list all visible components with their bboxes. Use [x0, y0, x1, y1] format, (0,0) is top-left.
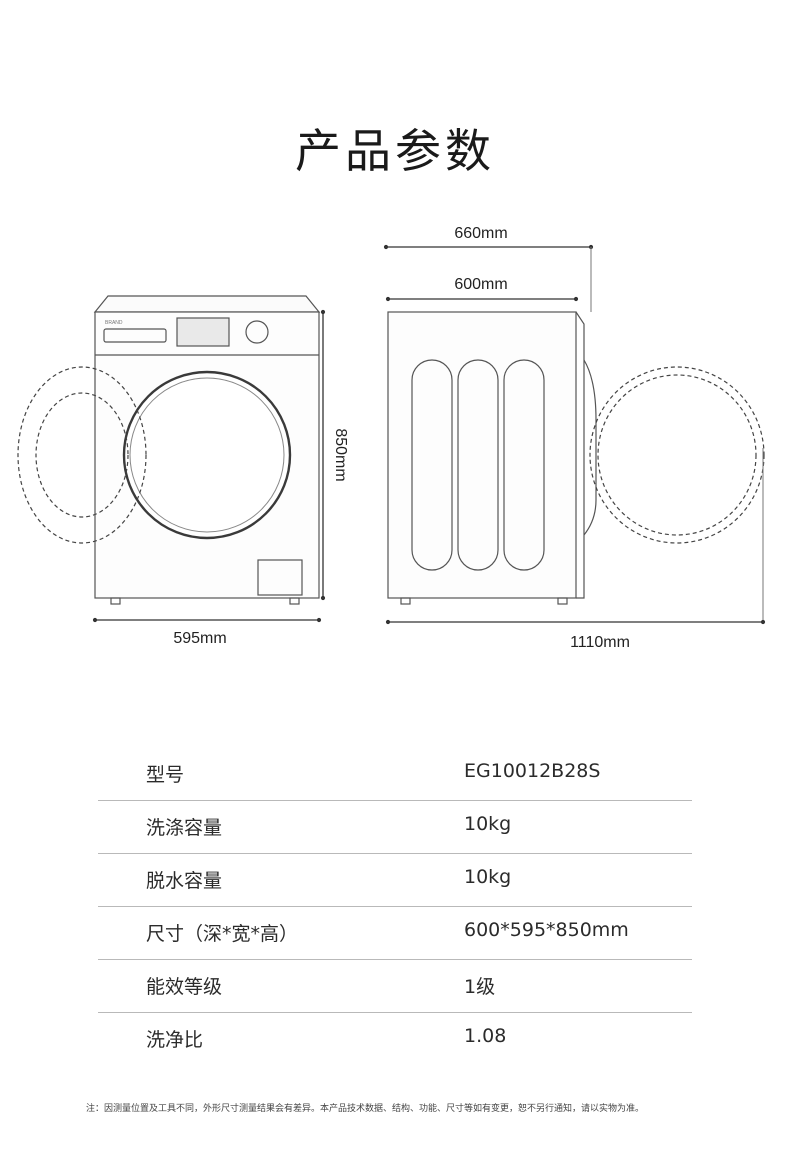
spec-row-spin-capacity: 脱水容量 10kg — [98, 854, 692, 907]
svg-text:BRAND: BRAND — [105, 320, 123, 326]
spec-row-dimensions: 尺寸（深*宽*高） 600*595*850mm — [98, 907, 692, 960]
spec-value: EG10012B28S — [464, 760, 601, 782]
spec-label: 尺寸（深*宽*高） — [146, 923, 299, 945]
spec-value: 10kg — [464, 866, 512, 888]
depth-door-open-label: 1110mm — [570, 634, 630, 651]
spec-label: 洗涤容量 — [146, 817, 223, 839]
side-view-washer — [387, 311, 765, 605]
height-dimension: 850mm — [320, 309, 349, 601]
front-view-washer: BRAND — [17, 295, 321, 605]
spec-row-wash-capacity: 洗涤容量 10kg — [98, 801, 692, 854]
spec-label: 脱水容量 — [146, 870, 223, 892]
spec-label: 型号 — [146, 764, 185, 786]
depth-total-label: 660mm — [454, 225, 507, 242]
spec-value: 1.08 — [464, 1025, 507, 1047]
door-swing-inner — [35, 392, 129, 518]
spec-value: 600*595*850mm — [464, 919, 629, 941]
dimension-diagram: BRAND 595mm 850mm 660mm — [17, 225, 766, 651]
disclaimer-note: 注：因测量位置及工具不同，外形尺寸测量结果会有差异。本产品技术数据、结构、功能、… — [86, 1104, 645, 1114]
depth-dimension: 600mm — [385, 276, 579, 302]
spec-value: 10kg — [464, 813, 512, 835]
page-title: 产品参数 — [295, 123, 495, 178]
spec-value: 1级 — [464, 976, 496, 998]
depth-total-dimension: 660mm — [383, 225, 594, 312]
width-dimension: 595mm — [92, 617, 322, 647]
depth-door-open-dimension: 1110mm — [385, 448, 766, 651]
door-open-outline — [589, 366, 765, 544]
spec-label: 洗净比 — [146, 1029, 204, 1051]
spec-row-wash-ratio: 洗净比 1.08 — [98, 1013, 692, 1065]
spec-row-model: 型号 EG10012B28S — [98, 748, 692, 801]
door-swing-outer — [17, 366, 147, 544]
height-label: 850mm — [332, 428, 349, 481]
spec-label: 能效等级 — [146, 976, 223, 998]
spec-row-energy-grade: 能效等级 1级 — [98, 960, 692, 1013]
front-width-label: 595mm — [173, 630, 226, 647]
depth-label: 600mm — [454, 276, 507, 293]
spec-table: 型号 EG10012B28S 洗涤容量 10kg 脱水容量 10kg 尺寸（深*… — [98, 748, 692, 1065]
